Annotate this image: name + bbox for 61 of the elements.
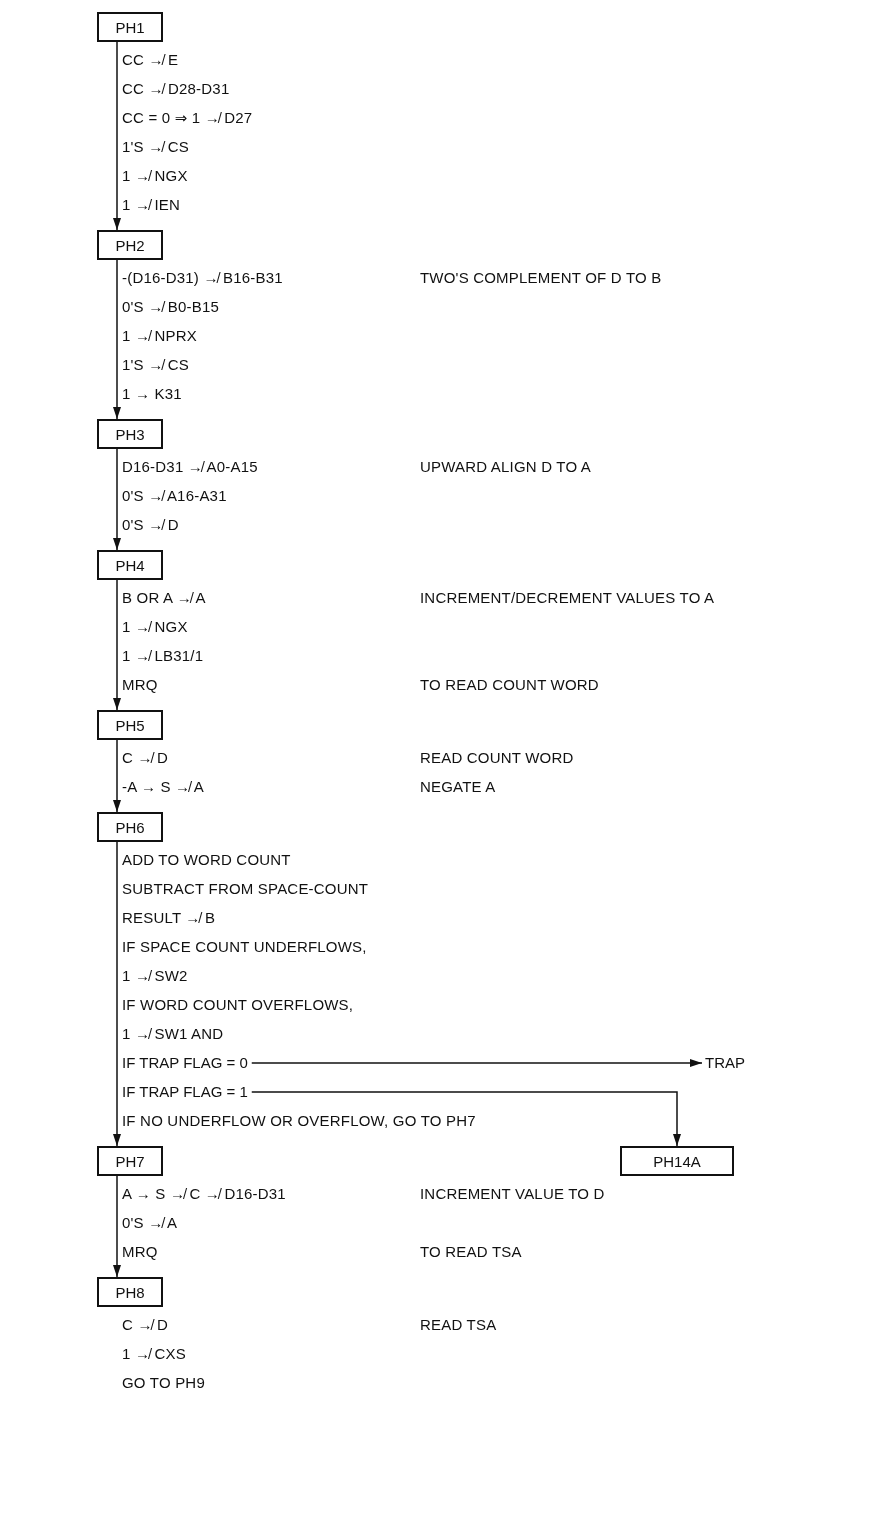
statement-text: CC ↛ D28-D31 (122, 79, 230, 99)
arrow (113, 41, 121, 231)
phase-box: PH1 (97, 12, 163, 42)
arrow (113, 259, 121, 420)
arrow (113, 841, 121, 1147)
statement-text: GO TO PH9 (122, 1373, 205, 1393)
comment-text: TO READ COUNT WORD (420, 675, 599, 695)
statement-text: ADD TO WORD COUNT (122, 850, 291, 870)
phase-box: PH3 (97, 419, 163, 449)
phase-box: PH8 (97, 1277, 163, 1307)
statement-text: 1 ↛ CXS (122, 1344, 186, 1364)
phase-box: PH7 (97, 1146, 163, 1176)
statement-text: 1 ↛ NGX (122, 617, 188, 637)
comment-text: READ COUNT WORD (420, 748, 574, 768)
statement-text: 0'S ↛ D (122, 515, 179, 535)
comment-text: READ TSA (420, 1315, 497, 1335)
statement-text: 1 ↛ NGX (122, 166, 188, 186)
comment-text: UPWARD ALIGN D TO A (420, 457, 592, 477)
statement-text: A → S ↛ C ↛ D16-D31 (122, 1184, 286, 1204)
statement-text: RESULT ↛ B (122, 908, 216, 928)
statement-text: -A → S ↛ A (122, 777, 205, 797)
statement-text: MRQ (122, 1242, 158, 1262)
statement-text: C ↛ D (122, 748, 168, 768)
comment-text: INCREMENT/DECREMENT VALUES TO A (420, 588, 715, 608)
phase-box: PH2 (97, 230, 163, 260)
comment-text: TO READ TSA (420, 1242, 522, 1262)
statement-text: 1 ↛ LB31/1 (122, 646, 204, 666)
statement-text: C ↛ D (122, 1315, 168, 1335)
statement-text: 1'S ↛ CS (122, 137, 189, 157)
statement-text: 0'S ↛ B0-B15 (122, 297, 219, 317)
comment-text: TWO'S COMPLEMENT OF D TO B (420, 268, 662, 288)
statement-text: SUBTRACT FROM SPACE-COUNT (122, 879, 369, 899)
statement-text: CC ↛ E (122, 50, 179, 70)
phase-box: PH4 (97, 550, 163, 580)
statement-text: 1 ↛ IEN (122, 195, 181, 215)
arrow (113, 448, 121, 551)
arrow (113, 739, 121, 813)
statement-text: D16-D31 ↛ A0-A15 (122, 457, 258, 477)
phase-box: PH5 (97, 710, 163, 740)
comment-text: INCREMENT VALUE TO D (420, 1184, 605, 1204)
statement-text: CC = 0 ⇒ 1 ↛ D27 (122, 108, 253, 128)
statement-text: MRQ (122, 675, 158, 695)
statement-text: IF WORD COUNT OVERFLOWS, (122, 995, 354, 1015)
statement-text: 1 ↛ SW2 (122, 966, 188, 986)
statement-text: -(D16-D31) ↛ B16-B31 (122, 268, 283, 288)
arrow (113, 579, 121, 711)
comment-text: NEGATE A (420, 777, 496, 797)
statement-text: 0'S ↛ A (122, 1213, 178, 1233)
statement-text: B OR A ↛ A (122, 588, 206, 608)
statement-text: 1 ↛ NPRX (122, 326, 197, 346)
statement-text: 0'S ↛ A16-A31 (122, 486, 227, 506)
phase-box: PH14A (620, 1146, 734, 1176)
arrow (251, 1059, 703, 1067)
statement-text: IF NO UNDERFLOW OR OVERFLOW, GO TO PH7 (122, 1111, 476, 1131)
statement-text: IF SPACE COUNT UNDERFLOWS, (122, 937, 367, 957)
statement-text: 1 ↛ SW1 AND (122, 1024, 224, 1044)
phase-box: PH6 (97, 812, 163, 842)
arrow (251, 1091, 681, 1147)
arrow (113, 1175, 121, 1278)
statement-text: 1'S ↛ CS (122, 355, 189, 375)
statement-text: 1 → K31 (122, 384, 182, 404)
